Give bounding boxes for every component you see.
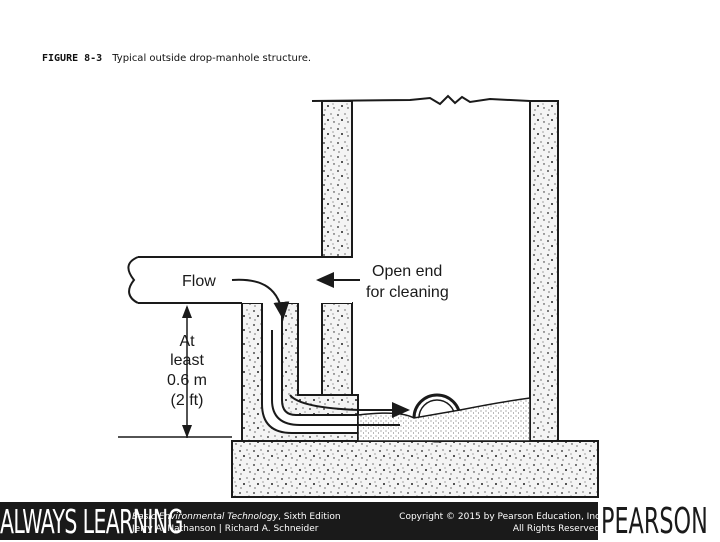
book-edition: , Sixth Edition xyxy=(278,512,341,522)
for-cleaning-label: for cleaning xyxy=(366,284,449,301)
always-learning-logo: ALWAYS LEARNING xyxy=(0,502,183,541)
left-wall-lower xyxy=(321,302,353,396)
broken-top-edge xyxy=(311,94,531,106)
base-slab xyxy=(231,440,599,498)
figure-title: Typical outside drop-manhole structure. xyxy=(112,53,312,64)
dimension-arrow-up xyxy=(182,305,192,318)
open-end-label: Open end xyxy=(372,263,442,280)
figure-caption: FIGURE 8-3 Typical outside drop-manhole s… xyxy=(42,53,311,64)
left-wall-upper xyxy=(321,100,353,258)
pearson-logo-box: PEARSON xyxy=(598,502,720,540)
figure-number: FIGURE 8-3 xyxy=(42,53,103,64)
book-title: Basic Environmental Technology xyxy=(132,512,279,522)
height-label-metric: 0.6 m xyxy=(167,372,207,389)
flow-label: Flow xyxy=(182,273,216,290)
copyright-notice: Copyright © 2015 by Pearson Education, I… xyxy=(399,511,600,535)
flow-arrow-drop xyxy=(271,330,400,426)
book-citation: Basic Environmental Technology, Sixth Ed… xyxy=(132,511,341,535)
flow-arrow-curve xyxy=(231,278,290,320)
copyright-line: Copyright © 2015 by Pearson Education, I… xyxy=(399,512,600,522)
height-label-least: least xyxy=(170,352,204,369)
pipe-cut-end xyxy=(127,256,139,304)
height-label-at: At xyxy=(179,333,195,350)
dimension-arrow-down xyxy=(182,425,192,438)
height-label-imperial: (2 ft) xyxy=(171,392,204,409)
bench xyxy=(357,397,531,442)
right-wall xyxy=(529,100,559,442)
rights-line: All Rights Reserved xyxy=(512,524,600,534)
flow-arrow-outlet xyxy=(289,394,410,418)
pearson-logo: PEARSON xyxy=(601,501,708,542)
book-authors: Jerry A. Nathanson | Richard A. Schneide… xyxy=(132,524,319,534)
